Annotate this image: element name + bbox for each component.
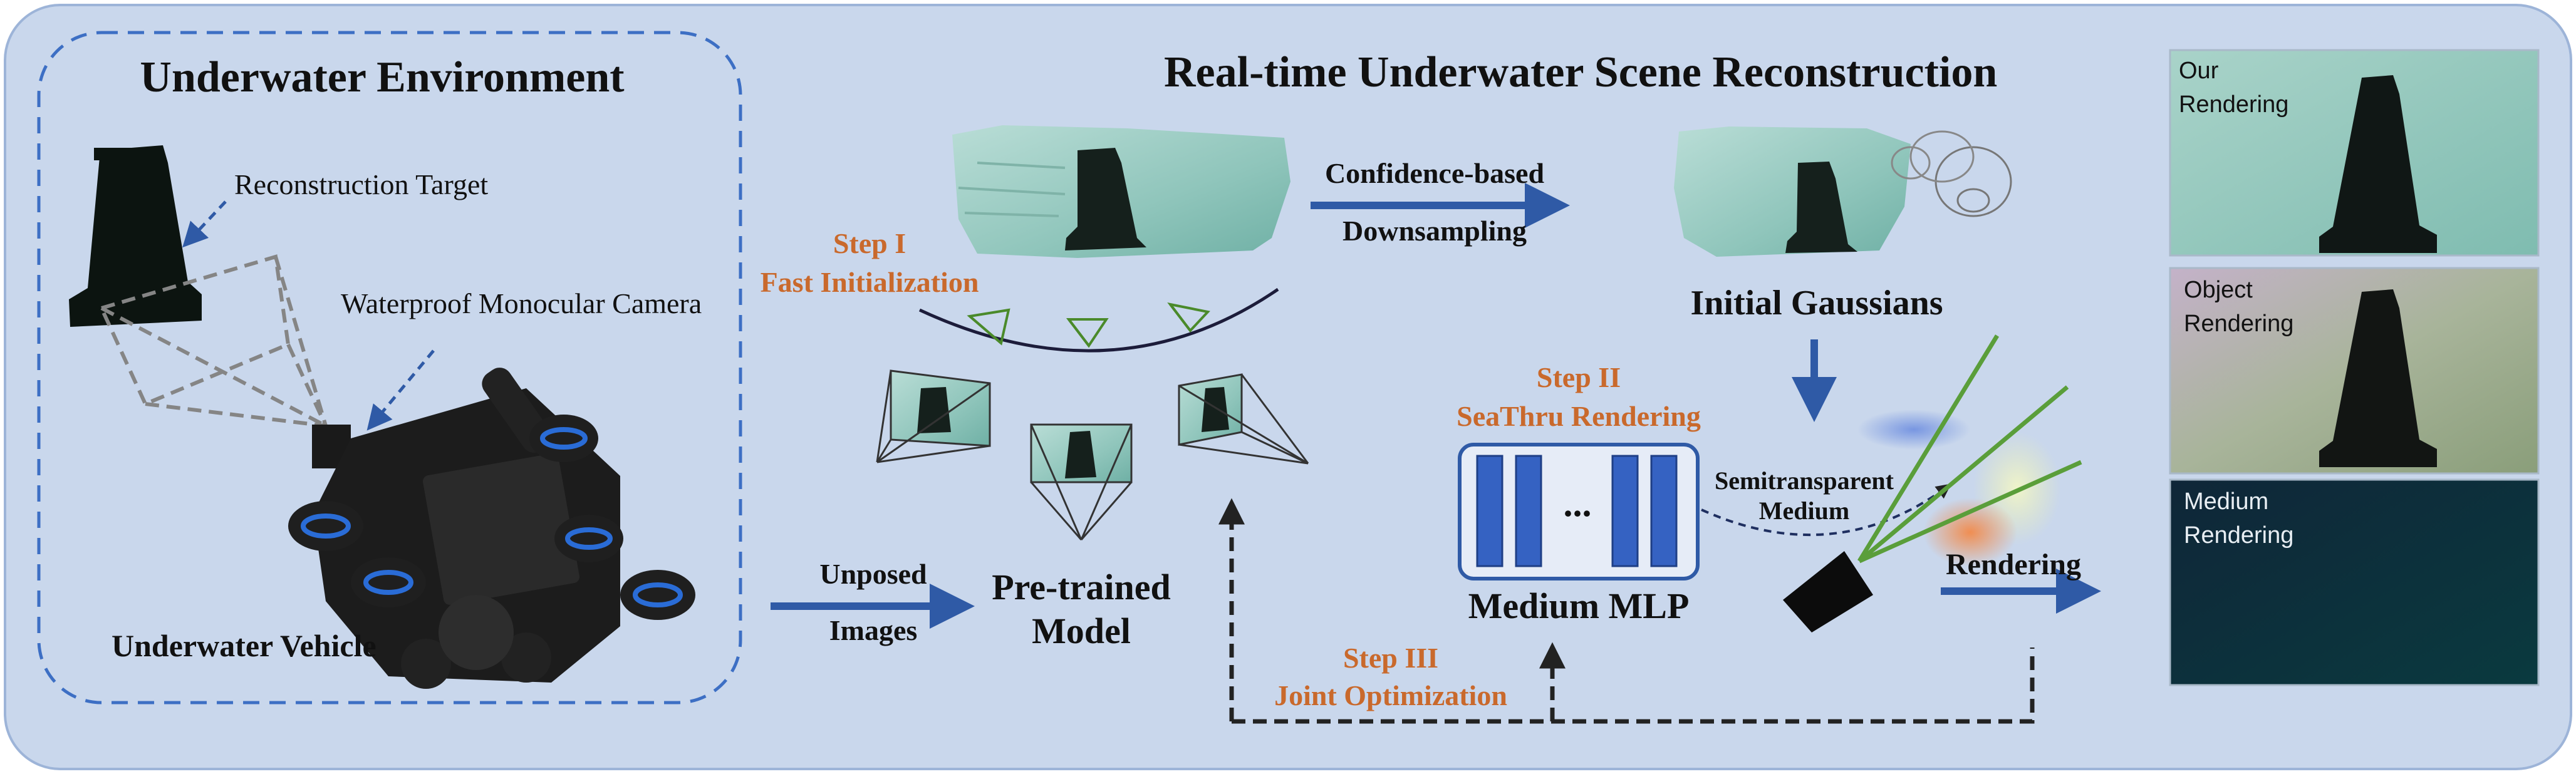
input-image-frustum-center [1030,423,1133,540]
object-rendering-image [2169,267,2540,475]
mlp-layer-1 [1476,455,1504,567]
mlp-layer-4 [1650,455,1678,567]
object-rendering-label-line2: Rendering [2184,311,2294,337]
input-image-frustum-right [1178,373,1309,465]
semitransparent-label-line1: Semitransparent [1715,467,1894,495]
step3-name: Joint Optimization [1274,679,1507,711]
object-rendering-label-line1: Object [2184,277,2253,303]
joint-optimization-loop [1218,498,2035,724]
camera-trajectory-arc [918,287,1279,353]
pretrained-label-line1: Pre-trained [992,567,1171,607]
camera-pointer-arrow [366,349,435,431]
underwater-vehicle-label: Underwater Vehicle [112,628,377,663]
medium-rendering-label-line2: Rendering [2184,522,2294,549]
step1-title: Step I [833,227,906,259]
environment-dashed-box [37,31,742,704]
unposed-label-line1: Unposed [819,558,927,590]
waterproof-camera-label: Waterproof Monocular Camera [341,287,702,319]
reconstruction-target-object [69,145,202,327]
reconstruction-target-label: Reconstruction Target [234,168,489,200]
mlp-layer-2 [1515,455,1542,567]
rendering-ray-illustration [1783,334,2082,632]
input-image-frustum-left [876,369,991,463]
downsampling-label-line1: Confidence-based [1324,157,1545,189]
step1-name: Fast Initialization [760,266,979,298]
initial-gaussians-label: Initial Gaussians [1690,284,1943,322]
unposed-label-line2: Images [829,614,918,646]
target-pointer-arrow [182,200,227,248]
our-rendering-label-line2: Rendering [2179,91,2289,118]
our-rendering-label-line1: Our [2179,58,2219,84]
step2-name: SeaThru Rendering [1457,400,1701,432]
pipeline-title: Real-time Underwater Scene Reconstructio… [1164,48,1998,96]
rendering-label: Rendering [1946,548,2081,581]
medium-rendering-image [2169,478,2540,686]
fast-init-pointcloud-image [952,125,1291,258]
camera-frustum-lines [100,254,328,428]
our-rendering-image [2169,49,2540,257]
mlp-layer-3 [1611,455,1639,567]
environment-title: Underwater Environment [140,53,625,101]
semitransparent-label-line2: Medium [1758,497,1850,525]
step2-title: Step II [1536,361,1621,393]
initial-gaussians-image [1674,126,2012,257]
semitransparent-medium-arrow [1701,483,1951,537]
downsampling-label-line2: Downsampling [1343,215,1527,247]
underwater-vehicle-image [288,368,695,689]
medium-rendering-label-line1: Medium [2184,488,2269,515]
small-camera-icons [967,302,1210,348]
medium-mlp-label: Medium MLP [1468,586,1690,626]
pretrained-label-line2: Model [1032,611,1131,651]
step3-title: Step III [1343,642,1439,674]
mlp-ellipsis: ... [1563,483,1592,524]
